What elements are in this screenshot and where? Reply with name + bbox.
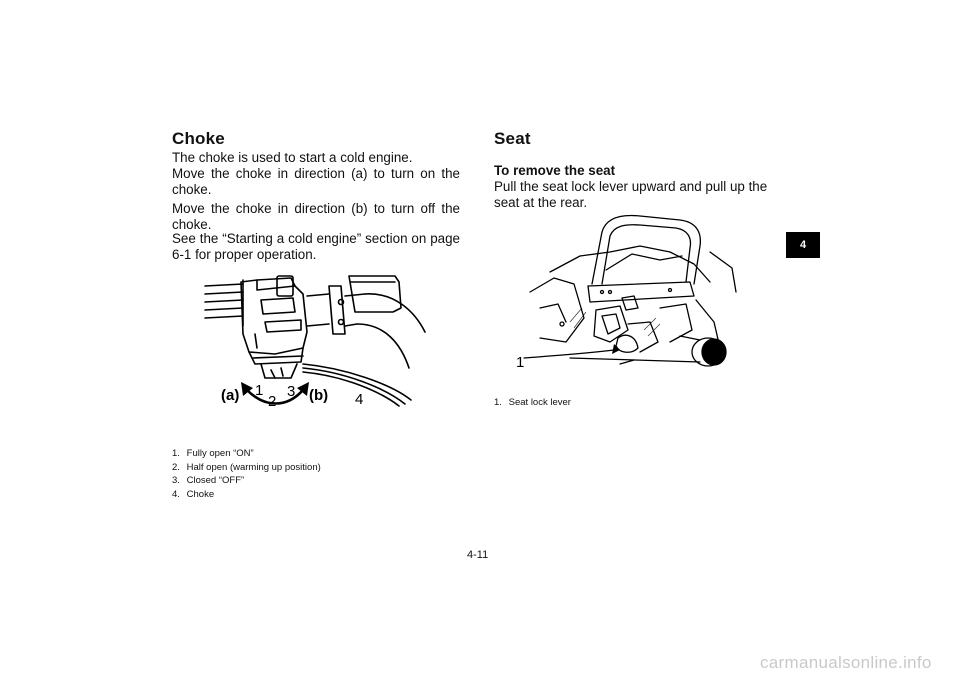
watermark: carmanualsonline.info: [760, 653, 932, 672]
seat-callout-1: 1: [516, 354, 524, 371]
seat-section-title: Seat: [494, 129, 531, 148]
seat-paragraph: Pull the seat lock lever upward and pull…: [494, 179, 768, 210]
seat-caption-list: 1. Seat lock lever: [494, 396, 571, 410]
choke-paragraph-3: Move the choke in direction (b) to turn …: [172, 201, 460, 232]
caption-item: 2. Half open (warming up position): [172, 461, 321, 473]
choke-section-title: Choke: [172, 129, 225, 148]
choke-paragraph-2: Move the choke in direction (a) to turn …: [172, 166, 460, 197]
choke-paragraph-4: See the “Starting a cold engine” section…: [172, 231, 460, 262]
callout-2: 2: [268, 393, 276, 410]
choke-caption-list: 1. Fully open “ON” 2. Half open (warming…: [172, 447, 321, 501]
caption-item: 3. Closed “OFF”: [172, 475, 245, 486]
page-number: 4-11: [467, 549, 489, 561]
direction-a-label: (a): [221, 387, 239, 404]
callout-4: 4: [355, 391, 363, 408]
chapter-tab: 4: [786, 232, 820, 258]
callout-1: 1: [255, 382, 263, 399]
callout-3: 3: [287, 383, 295, 400]
choke-paragraph-1: The choke is used to start a cold engine…: [172, 150, 413, 165]
choke-illustration: (a) 1 2 3 (b) 4: [204, 275, 426, 410]
caption-item: 1. Seat lock lever: [494, 397, 571, 408]
direction-b-label: (b): [309, 387, 328, 404]
caption-item: 4. Choke: [172, 488, 215, 500]
caption-item: 1. Fully open “ON”: [172, 448, 254, 459]
seat-lock-illustration: 1: [516, 214, 737, 371]
seat-subheading: To remove the seat: [494, 163, 616, 178]
